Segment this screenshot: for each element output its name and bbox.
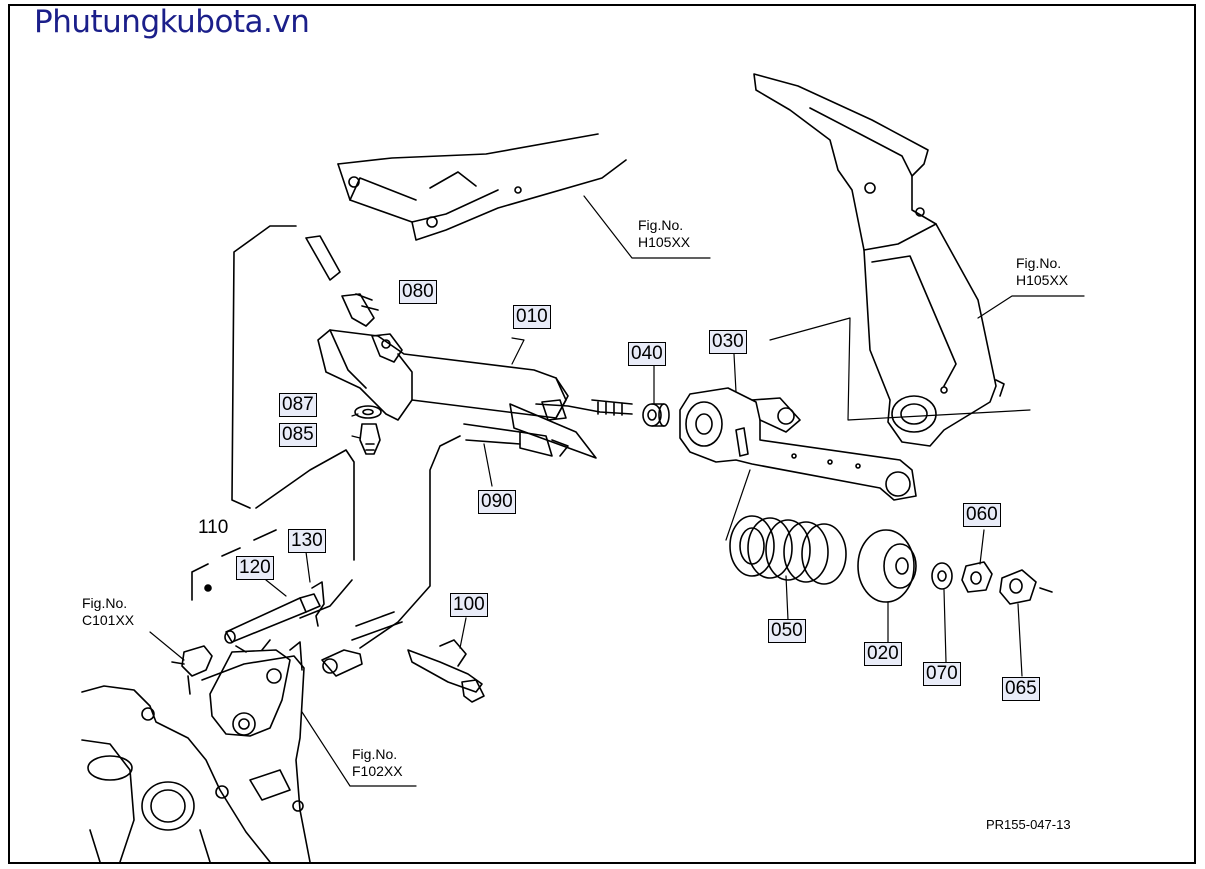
part-label-040[interactable]: 040 — [628, 342, 666, 366]
leader-lines — [149, 195, 1085, 787]
figure-ref-code: H105XX — [638, 234, 691, 250]
brake-pedal-arm — [753, 73, 1005, 447]
part-label-010[interactable]: 010 — [513, 305, 551, 329]
part-label-065[interactable]: 065 — [1002, 677, 1040, 701]
spring-seat-part — [857, 529, 917, 603]
part-label-020[interactable]: 020 — [864, 642, 902, 666]
figure-ref-upper-frame[interactable]: Fig.No. H105XX — [638, 217, 690, 251]
part-label-030[interactable]: 030 — [709, 330, 747, 354]
bushing-part — [642, 403, 670, 427]
diagram-frame — [8, 4, 1196, 864]
watermark-logo: Phutungkubota.vn — [34, 4, 310, 40]
figure-ref-caption: Fig.No. — [638, 217, 684, 233]
part-label-087[interactable]: 087 — [279, 393, 317, 417]
drawing-code: PR155-047-13 — [986, 817, 1071, 832]
part-label-085[interactable]: 085 — [279, 423, 317, 447]
figure-ref-code: F102XX — [352, 763, 403, 779]
part-label-080[interactable]: 080 — [399, 280, 437, 304]
washer-and-nuts — [931, 561, 1053, 605]
grease-nipple-part — [305, 235, 379, 327]
spring-bracket — [679, 387, 917, 501]
pin-and-clip — [191, 529, 325, 644]
hose-clamp-part — [407, 639, 485, 703]
part-label-120[interactable]: 120 — [236, 556, 274, 580]
figure-ref-caption: Fig.No. — [352, 746, 398, 762]
elbow-fitting — [171, 645, 213, 695]
figure-ref-elbow[interactable]: Fig.No. C101XX — [82, 595, 134, 629]
valve-block — [81, 639, 311, 863]
figure-ref-caption: Fig.No. — [1016, 255, 1062, 271]
figure-ref-valve[interactable]: Fig.No. F102XX — [352, 746, 403, 780]
frame-bracket-upper — [337, 133, 627, 241]
part-label-070[interactable]: 070 — [923, 662, 961, 686]
figure-ref-caption: Fig.No. — [82, 595, 128, 611]
part-label-130[interactable]: 130 — [288, 529, 326, 553]
hydraulic-hose — [231, 225, 569, 677]
figure-ref-pedal-arm[interactable]: Fig.No. H105XX — [1016, 255, 1068, 289]
figure-ref-code: H105XX — [1016, 272, 1069, 288]
part-label-100[interactable]: 100 — [450, 593, 488, 617]
coil-spring-part — [729, 515, 847, 585]
figure-ref-code: C101XX — [82, 612, 135, 628]
part-label-060[interactable]: 060 — [963, 503, 1001, 527]
part-label-090[interactable]: 090 — [478, 490, 516, 514]
part-label-050[interactable]: 050 — [768, 619, 806, 643]
cylinder-assembly — [317, 329, 633, 459]
part-label-110[interactable]: 110 — [198, 517, 229, 538]
washer-and-fitting — [354, 405, 382, 455]
